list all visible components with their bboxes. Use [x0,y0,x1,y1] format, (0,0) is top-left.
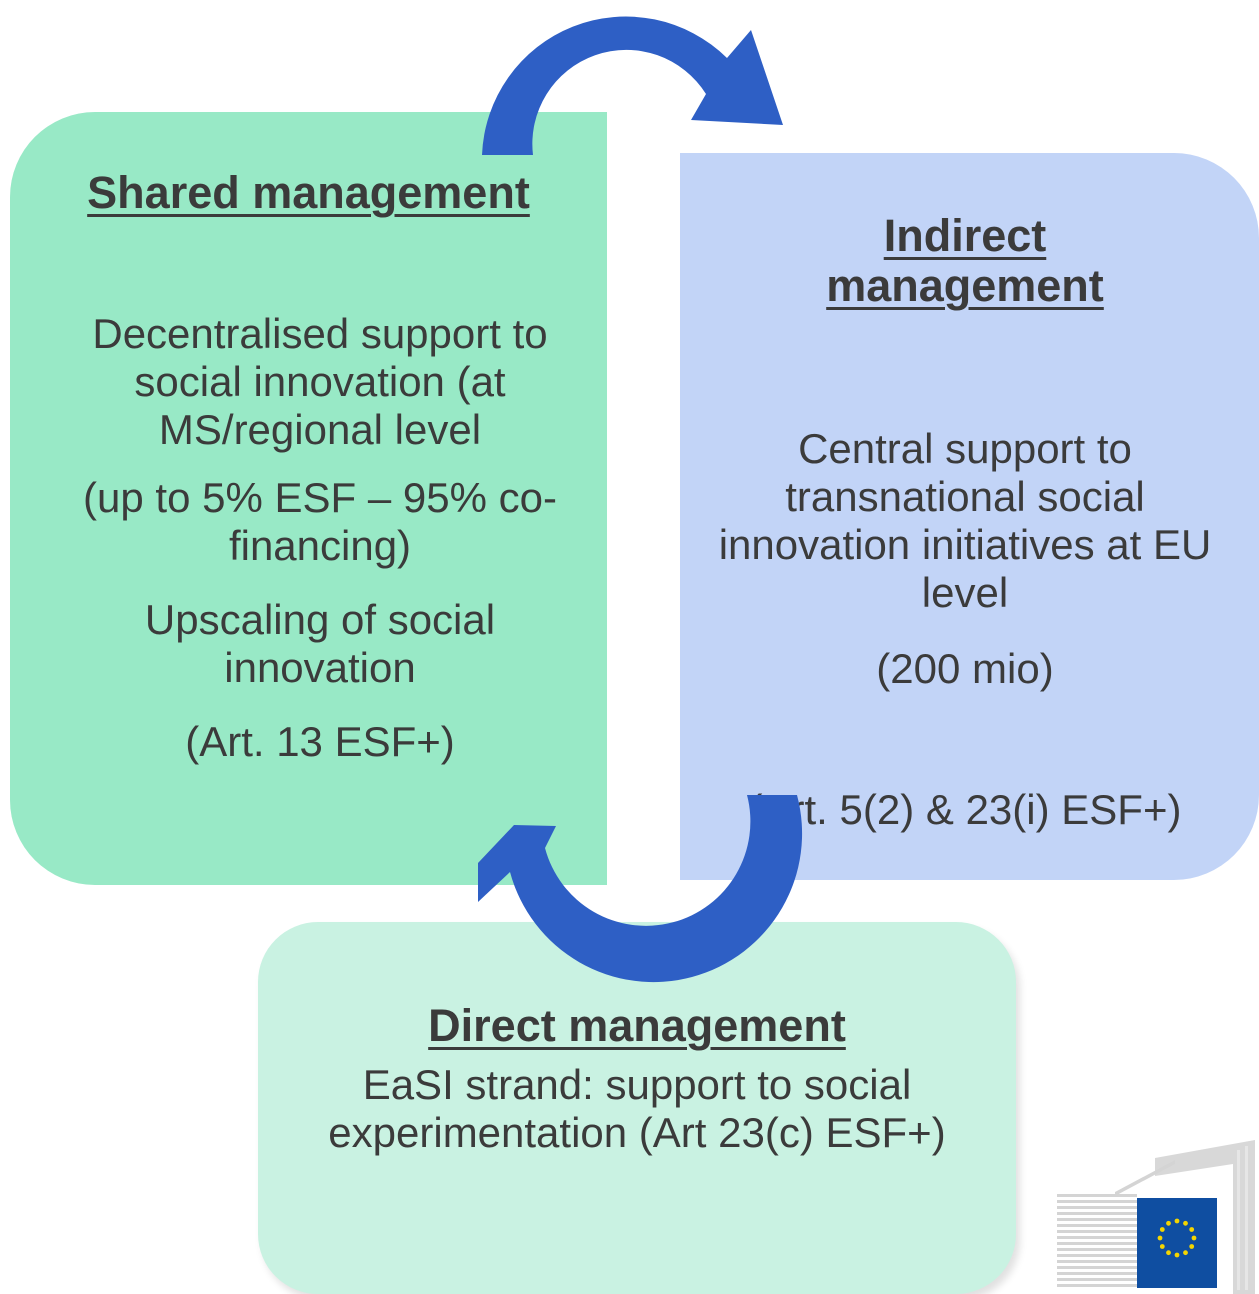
shared-management-box: Shared management Decentralised support … [10,112,607,885]
curved-arrow-icon [482,16,783,155]
curved-arrow-icon [478,795,803,983]
direct-management-description: EaSI strand: support to social experimen… [328,1061,946,1156]
indirect-management-box: Indirect management Central support to t… [680,153,1259,880]
shared-management-legal-basis: (Art. 13 ESF+) [185,718,455,765]
shared-management-description: Decentralised support to social innovati… [92,310,548,453]
shared-management-funding: (up to 5% ESF – 95% co-financing) [83,474,557,569]
indirect-management-description: Central support to transnational social … [718,425,1212,616]
shared-management-title: Shared management [87,167,530,218]
indirect-management-budget: (200 mio) [876,645,1054,692]
direct-management-box: Direct management EaSI strand: support t… [258,922,1016,1294]
european-commission-logo [1057,1140,1255,1294]
shared-management-upscaling: Upscaling of social innovation [144,596,496,691]
indirect-management-legal-basis: (Art. 5(2) & 23(i) ESF+) [748,786,1182,833]
indirect-management-title: Indirect management [826,210,1104,311]
direct-management-title: Direct management [428,1000,846,1051]
